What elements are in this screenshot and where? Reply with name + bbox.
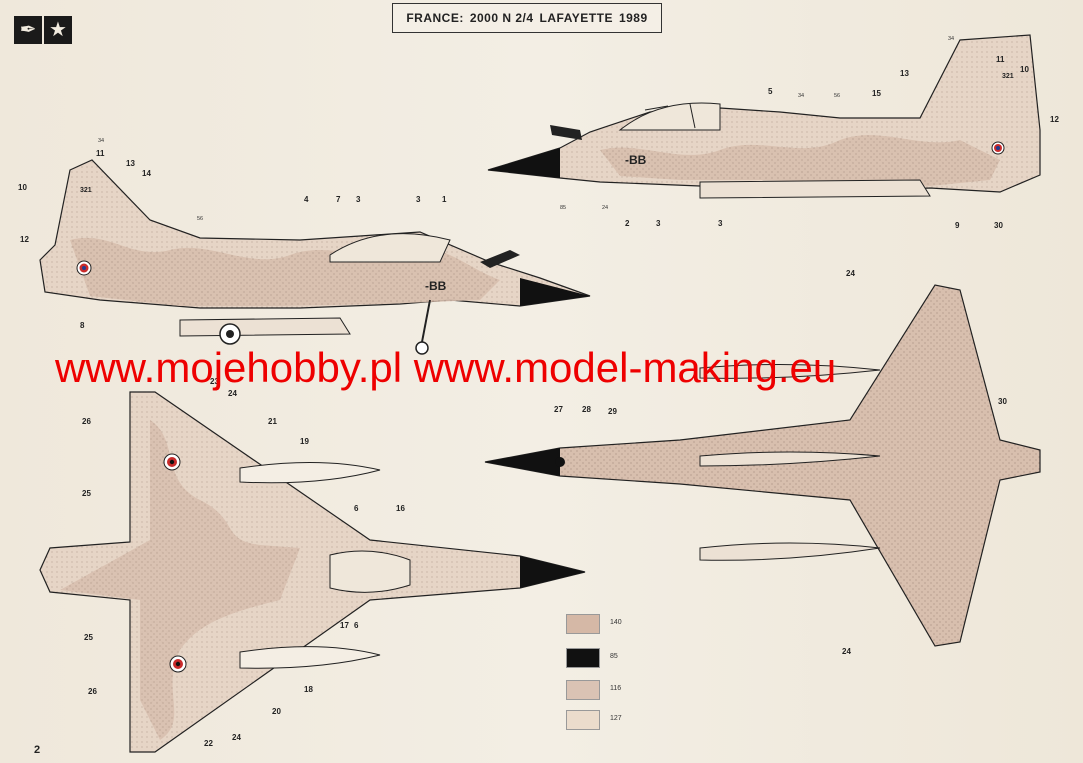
- code-marking: -BB: [625, 153, 647, 167]
- callout-34a: 34: [948, 36, 954, 42]
- callout-29: 29: [608, 407, 617, 416]
- callout-25b: 25: [84, 633, 93, 642]
- legend-swatch: [566, 648, 600, 668]
- callout-30a: 30: [994, 221, 1003, 230]
- legend-row: 85: [566, 648, 646, 668]
- color-legend: 140 85 116 127: [566, 614, 636, 734]
- callout-21: 21: [268, 417, 277, 426]
- callout-8: 8: [80, 321, 85, 330]
- aircraft-profile-left: -BB 321: [39, 159, 591, 355]
- legend-code: 140: [610, 619, 622, 626]
- callout-3c: 3: [356, 195, 361, 204]
- page-number: 2: [34, 744, 41, 756]
- callout-7: 7: [336, 195, 341, 204]
- callout-85: 85: [560, 205, 566, 211]
- title-name: LAFAYETTE: [539, 11, 613, 25]
- callout-11: 11: [996, 55, 1005, 64]
- callout-24a: 24: [846, 269, 855, 278]
- page-title: FRANCE: 2000 N 2/4 LAFAYETTE 1989: [392, 3, 662, 33]
- callout-20: 20: [272, 707, 281, 716]
- callout-28: 28: [582, 405, 591, 414]
- aircraft-bottom-view: [484, 284, 1041, 647]
- legend-swatch: [566, 614, 600, 634]
- callout-19: 19: [300, 437, 309, 446]
- title-country: FRANCE:: [406, 11, 464, 25]
- aircraft-top-view: [39, 391, 586, 753]
- callout-2: 2: [625, 219, 630, 228]
- callout-24b: 24: [842, 647, 851, 656]
- callout-27: 27: [554, 405, 563, 414]
- brand-logo: ✒ ★: [14, 16, 74, 46]
- callout-56a: 56: [834, 93, 840, 99]
- code-marking-left: -BB: [425, 279, 447, 293]
- legend-row: 127: [566, 710, 646, 730]
- callout-5: 5: [768, 87, 773, 96]
- callout-22: 22: [204, 739, 213, 748]
- callout-11b: 11: [96, 149, 105, 158]
- callout-12: 12: [1050, 115, 1059, 124]
- callout-12b: 12: [20, 235, 29, 244]
- callout-13: 13: [900, 69, 909, 78]
- callout-18: 18: [304, 685, 313, 694]
- callout-34b: 34: [798, 93, 804, 99]
- callout-23: 23: [210, 377, 219, 386]
- callout-25a: 25: [82, 489, 91, 498]
- callout-10: 10: [1020, 65, 1029, 74]
- legend-code: 127: [610, 715, 622, 722]
- callout-3b: 3: [718, 219, 723, 228]
- callout-26a: 26: [82, 417, 91, 426]
- brush-icon: ✒: [14, 16, 42, 44]
- aircraft-profile-right: -BB 321: [487, 34, 1041, 199]
- callout-16: 16: [396, 504, 405, 513]
- callout-6a: 6: [354, 504, 359, 513]
- callout-10b: 10: [18, 183, 27, 192]
- callout-30b: 30: [998, 397, 1007, 406]
- title-year: 1989: [618, 11, 648, 25]
- callout-9: 9: [955, 221, 960, 230]
- callout-14: 14: [142, 169, 151, 178]
- callout-6b: 6: [354, 621, 359, 630]
- callout-3d: 3: [416, 195, 421, 204]
- legend-swatch: [566, 710, 600, 730]
- legend-code: 85: [610, 653, 618, 660]
- callout-1: 1: [442, 195, 447, 204]
- legend-row: 140: [566, 614, 646, 634]
- callout-4: 4: [304, 195, 309, 204]
- callout-24c: 24: [228, 389, 237, 398]
- legend-code: 116: [610, 685, 622, 692]
- callout-15: 15: [872, 89, 881, 98]
- callout-3a: 3: [656, 219, 661, 228]
- callout-24e: 24: [602, 205, 608, 211]
- star-icon: ★: [44, 16, 72, 44]
- tail-number-left: 321: [80, 187, 92, 194]
- legend-row: 116: [566, 680, 646, 700]
- callout-26b: 26: [88, 687, 97, 696]
- callout-13b: 13: [126, 159, 135, 168]
- title-unit: 2000 N 2/4: [469, 11, 534, 25]
- callout-labels: 10 11 12 13 15 5 2 3 3 9 30 10 11 13 14 …: [18, 55, 1059, 748]
- callout-34c: 34: [98, 138, 104, 144]
- watermark-text: www.mojehobby.pl www.model-making.eu: [55, 344, 837, 391]
- small-callout-labels: 34 34 56 85 24 34 56: [98, 36, 954, 222]
- tail-number: 321: [1002, 73, 1014, 80]
- legend-swatch: [566, 680, 600, 700]
- callout-56b: 56: [197, 216, 203, 222]
- callout-17: 17: [340, 621, 349, 630]
- callout-24d: 24: [232, 733, 241, 742]
